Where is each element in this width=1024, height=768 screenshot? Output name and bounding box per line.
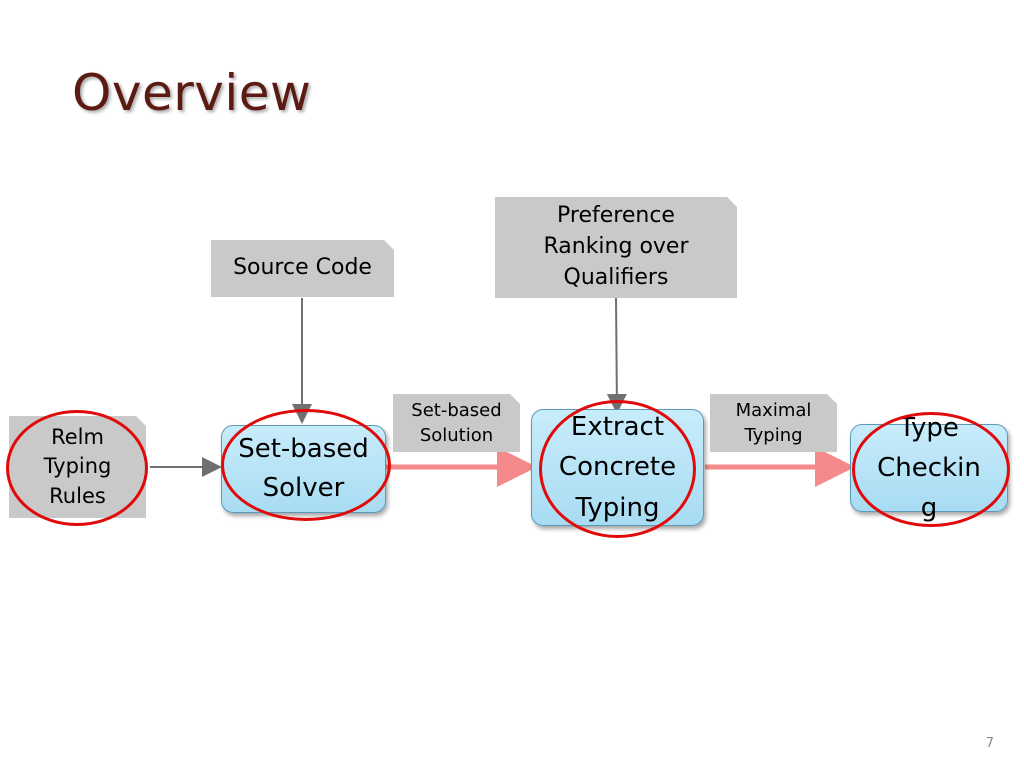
highlight-ring-relm <box>6 410 148 526</box>
solution-line-1: Set-based <box>411 399 502 421</box>
source-code-label: Source Code <box>233 255 372 281</box>
page-number: 7 <box>985 736 994 751</box>
preference-line-3: Qualifiers <box>563 264 669 290</box>
maximal-line-2: Typing <box>744 425 803 446</box>
maximal-line-1: Maximal <box>735 399 812 421</box>
highlight-ring-extract <box>539 400 696 538</box>
preference-ranking-node: Preference Ranking over Qualifiers <box>495 197 737 298</box>
set-based-solution-label: Set-based Solution <box>393 394 520 452</box>
maximal-typing-label: Maximal Typing <box>710 394 837 452</box>
preference-line-1: Preference <box>557 203 675 229</box>
solution-line-2: Solution <box>419 425 494 446</box>
slide-title: Overview <box>72 64 312 122</box>
highlight-ring-solver <box>221 409 391 521</box>
arrow-preference-to-extract <box>606 297 627 414</box>
source-code-node: Source Code <box>211 240 394 297</box>
preference-line-2: Ranking over <box>543 234 689 260</box>
highlight-ring-typecheck <box>852 412 1010 527</box>
